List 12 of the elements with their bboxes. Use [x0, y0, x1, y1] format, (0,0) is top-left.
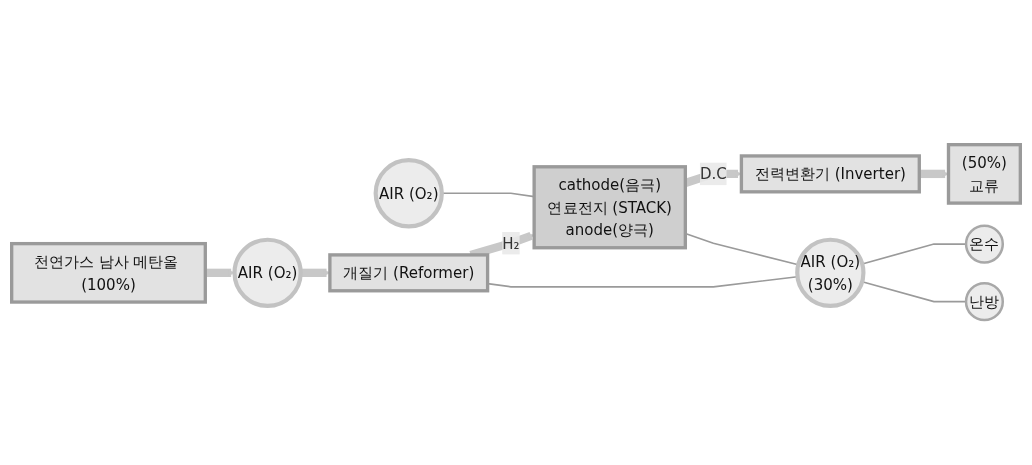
edge-label: H₂: [502, 234, 520, 253]
node-circle: 난방: [964, 282, 1004, 322]
node-box: 개질기 (Reformer): [328, 253, 490, 293]
node-circle: 온수: [964, 224, 1004, 264]
node-circle: AIR (O₂) (30%): [795, 237, 866, 309]
node-circle: AIR (O₂): [232, 237, 303, 309]
edge-label: D.C: [699, 165, 727, 183]
node-box: 전력변환기 (Inverter): [739, 154, 921, 194]
node-circle: AIR (O₂): [373, 158, 444, 229]
node-box: (50%) 교류: [946, 143, 1022, 205]
node-box: 천연가스 남사 메탄올 (100%): [10, 242, 207, 304]
node-box: cathode(음극) 연료전지 (STACK) anode(양극): [532, 165, 687, 250]
